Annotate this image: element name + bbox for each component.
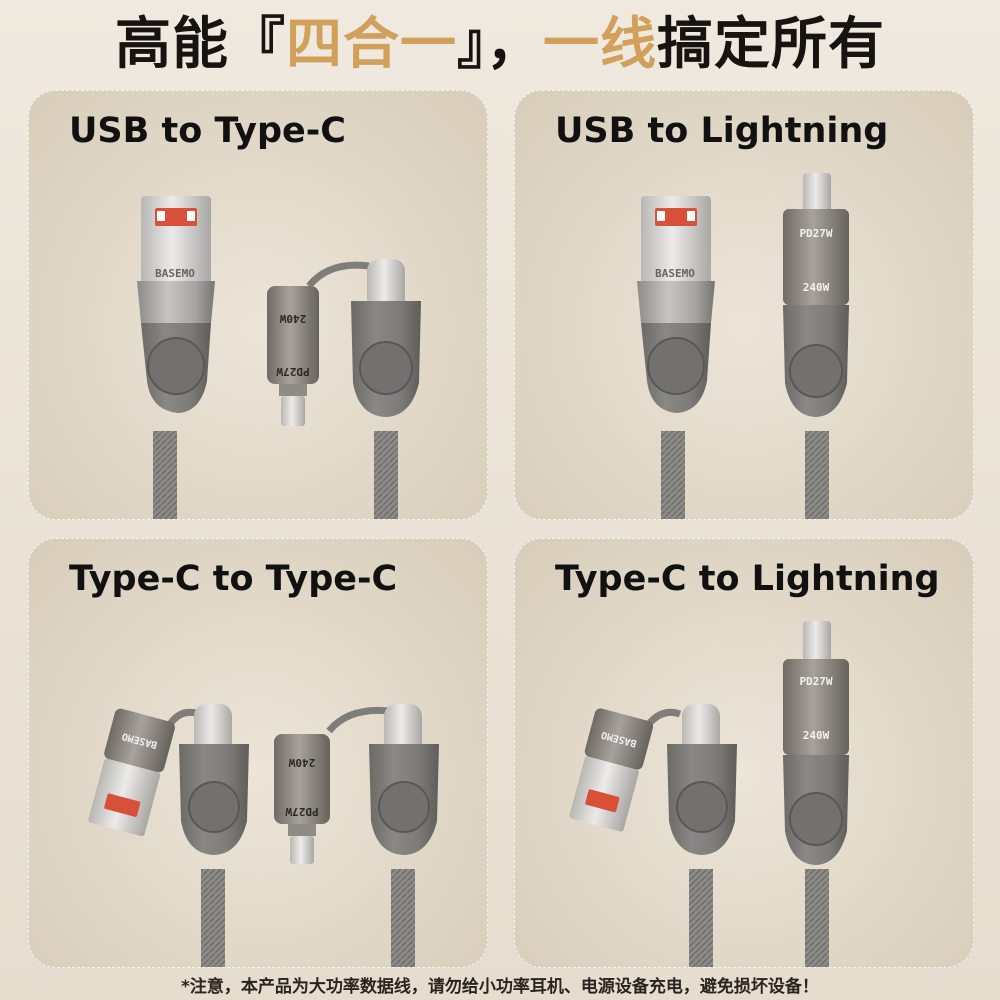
cable-illustration: BASEMO PD27W 240W xyxy=(569,621,849,967)
panel-type-c-to-type-c: Type-C to Type-C BASEMO 240W PD27W xyxy=(28,538,488,968)
c-lightning-adapter: 240W PD27W xyxy=(267,261,370,426)
lightning-connector: PD27W 240W xyxy=(783,173,849,519)
usb-a-adapter-tilted: BASEMO xyxy=(569,708,682,832)
lightning-connector: PD27W 240W xyxy=(783,621,849,967)
adapter-power-label: 240W xyxy=(803,729,830,742)
type-c-connector xyxy=(667,704,737,967)
cable-illustration: BASEMO 240W PD27W xyxy=(88,704,439,967)
footnote-warning: *注意，本产品为大功率数据线，请勿给小功率耳机、电源设备充电，避免损坏设备！ xyxy=(181,977,819,997)
panel-title: USB to Lightning xyxy=(555,111,889,151)
adapter-pd-label: PD27W xyxy=(276,365,309,378)
adapter-pd-label: PD27W xyxy=(799,675,832,688)
headline: 高能『四合一』，一线搞定所有 xyxy=(0,10,1000,80)
type-c-connector xyxy=(351,259,421,519)
panel-title: Type-C to Type-C xyxy=(69,559,398,599)
c-lightning-adapter: 240W PD27W xyxy=(274,706,390,864)
panel-type-c-to-lightning: Type-C to Lightning BASEMO PD27W 240W xyxy=(514,538,974,968)
panel-usb-to-type-c: USB to Type-C BASEMO 240W PD27W xyxy=(28,90,488,520)
cable-illustration: BASEMO PD27W 240W xyxy=(637,173,849,519)
panel-title: Type-C to Lightning xyxy=(555,559,940,599)
adapter-power-label: 240W xyxy=(803,281,830,294)
adapter-power-label: 240W xyxy=(279,312,306,325)
headline-middle: 』， xyxy=(457,12,543,77)
adapter-pd-label: PD27W xyxy=(285,805,318,818)
headline-highlight-one-cable: 一线 xyxy=(543,12,657,77)
usb-a-connector: BASEMO xyxy=(137,196,215,519)
usb-a-adapter-tilted: BASEMO xyxy=(88,708,201,837)
panel-usb-to-lightning: USB to Lightning BASEMO PD27W 240W xyxy=(514,90,974,520)
type-c-connector-left xyxy=(179,704,249,967)
brand-label: BASEMO xyxy=(655,267,695,280)
usb-a-connector: BASEMO xyxy=(637,196,715,519)
headline-prefix: 高能『 xyxy=(115,12,286,77)
cable-illustration: BASEMO 240W PD27W xyxy=(137,196,421,519)
panel-title: USB to Type-C xyxy=(69,111,346,151)
adapter-power-label: 240W xyxy=(288,756,315,769)
type-c-connector-right xyxy=(369,704,439,967)
brand-label: BASEMO xyxy=(155,267,195,280)
headline-highlight-four-in-one: 四合一 xyxy=(286,12,457,77)
headline-suffix: 搞定所有 xyxy=(657,12,885,77)
adapter-pd-label: PD27W xyxy=(799,227,832,240)
